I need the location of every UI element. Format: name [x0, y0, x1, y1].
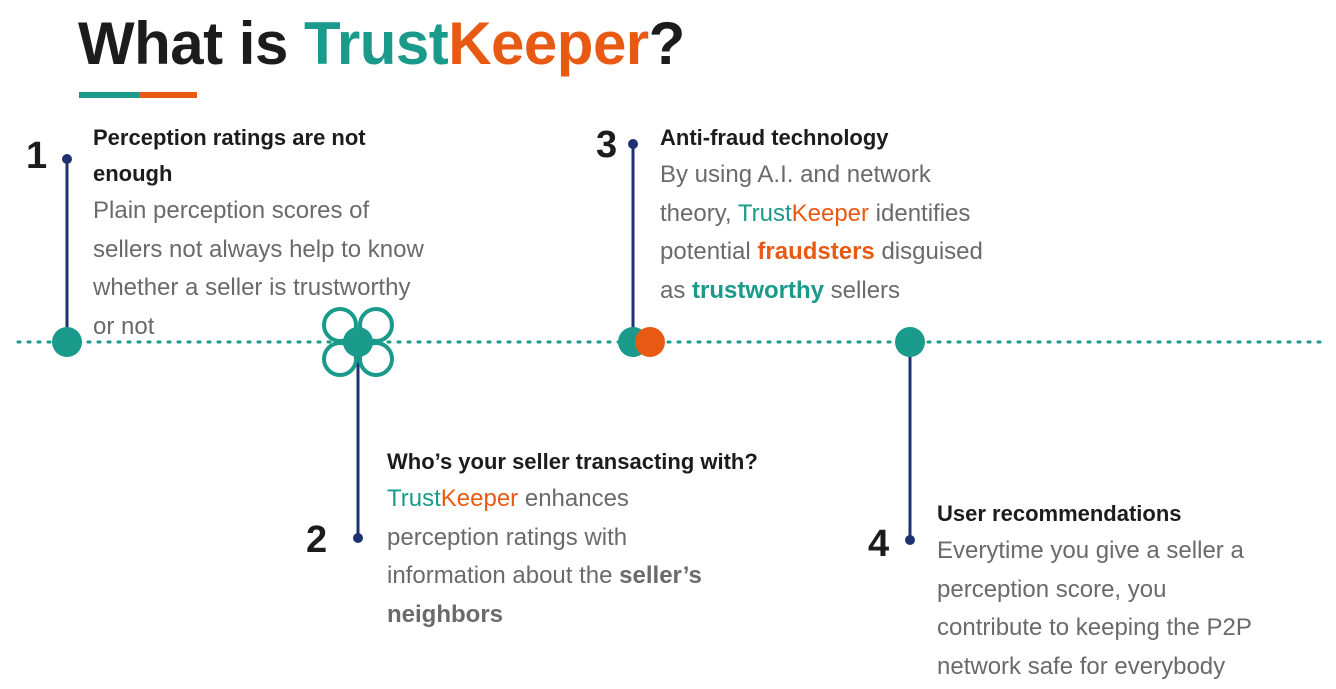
step2-pin-dot: [353, 533, 363, 543]
step4-body-line2: perception score, you: [937, 575, 1167, 603]
step3-body-line2-start: theory,: [660, 199, 738, 227]
title-brand-keeper: Keeper: [448, 10, 649, 77]
step1-body-line1: Plain perception scores of: [93, 197, 370, 224]
step3-body-line2: theory, TrustKeeper identifies: [660, 195, 1080, 234]
step2-number: 2: [306, 519, 328, 561]
step3-heading: Anti-fraud technology: [660, 125, 889, 150]
step3-body-line4-start: as: [660, 276, 693, 304]
step3-node-orange: [635, 327, 665, 357]
step2-brand-trust: Trust: [387, 485, 441, 512]
step3-body-line3-rest: disguised: [874, 238, 983, 265]
step4-number: 4: [868, 523, 890, 565]
step2-brand-keeper: Keeper: [440, 485, 519, 512]
step3-body-line4: as trustworthy sellers: [660, 272, 1080, 311]
step1-node: [52, 327, 82, 357]
step4-body-line4: network safe for everybody: [937, 652, 1226, 680]
step2-body-neighbors-bold: neighbors: [387, 600, 504, 628]
step2-body-line2: perception ratings with: [387, 523, 628, 551]
step4-node: [895, 327, 925, 357]
step1-number: 1: [26, 135, 48, 177]
step2-body-line1: TrustKeeper enhances: [387, 480, 827, 519]
step2-body-line4: neighbors: [387, 596, 827, 635]
title-underline-teal: [79, 92, 139, 98]
network-neighbors-icon: [322, 307, 394, 377]
step4-pin-dot: [905, 535, 915, 545]
step4-body-line3: contribute to keeping the P2P: [937, 614, 1252, 641]
step1-body-line3: whether a seller is trustworthy: [93, 274, 411, 301]
step2-heading: Who’s your seller transacting with?: [387, 449, 758, 474]
step3-pin-dot: [628, 139, 638, 149]
step3-number: 3: [596, 124, 618, 166]
step2-body-line3: information about the seller’s: [387, 557, 827, 596]
page-title: What is TrustKeeper?: [78, 6, 685, 82]
title-prefix: What is: [78, 10, 305, 77]
step1-pin-dot: [62, 154, 72, 164]
step3-body-line3-start: potential: [660, 238, 758, 265]
step2-body-line3-start: information about the: [387, 562, 620, 589]
step2-body-sellers-bold: seller’s: [619, 562, 702, 589]
step4-heading: User recommendations: [937, 501, 1182, 526]
step2-body-line1-rest: enhances: [518, 485, 629, 512]
step4-body-line1: Everytime you give a seller a: [937, 537, 1244, 564]
step3-text-block: Anti-fraud technology By using A.I. and …: [660, 120, 1080, 310]
step3-body-line3: potential fraudsters disguised: [660, 233, 1080, 272]
title-suffix: ?: [648, 10, 686, 77]
step1-body-line2: sellers not always help to know: [93, 235, 424, 263]
step2-text-block: Who’s your seller transacting with? Trus…: [387, 444, 827, 634]
step3-body-line2-rest: identifies: [869, 199, 971, 227]
step3-body-line4-rest: sellers: [824, 276, 901, 304]
step3-trustworthy-bold: trustworthy: [692, 276, 825, 304]
title-brand-trust: Trust: [304, 10, 449, 77]
step3-brand-keeper: Keeper: [791, 199, 869, 227]
step3-brand-trust: Trust: [737, 199, 792, 227]
step1-heading-line1: Perception ratings are not: [93, 125, 366, 150]
step3-fraudsters-bold: fraudsters: [757, 238, 875, 265]
step3-body-line1: By using A.I. and network: [660, 161, 931, 188]
step1-body-line4: or not: [93, 312, 155, 340]
step1-heading-line2: enough: [93, 161, 173, 186]
step1-text-block: Perception ratings are not enough Plain …: [93, 120, 513, 346]
title-underline-orange: [139, 92, 197, 98]
step4-text-block: User recommendations Everytime you give …: [937, 496, 1327, 686]
